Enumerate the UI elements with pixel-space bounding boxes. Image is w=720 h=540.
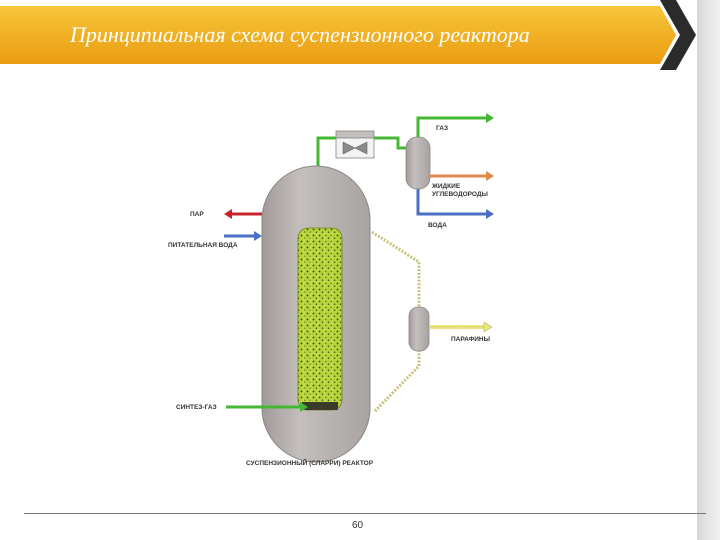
gas-arrow-icon xyxy=(486,113,494,123)
label-steam: ПАР xyxy=(190,211,204,218)
slide-title: Принципиальная схема суспензионного реак… xyxy=(70,22,530,47)
paraffins-arrow-icon xyxy=(483,321,493,333)
banner-chevron-icon xyxy=(660,0,696,70)
page-number: 60 xyxy=(352,520,364,531)
label-syngas: СИНТЕЗ-ГАЗ xyxy=(176,404,217,411)
footer-divider xyxy=(24,513,706,514)
right-sidebar-strip xyxy=(697,0,720,540)
gas-line-top xyxy=(316,136,338,170)
label-paraffins: ПАРАФИНЫ xyxy=(451,336,490,343)
steam-arrow-icon xyxy=(224,209,232,219)
label-feed-water: ПИТАТЕЛЬНАЯ ВОДА xyxy=(168,242,238,249)
title-banner xyxy=(0,0,696,70)
water-arrow-icon xyxy=(486,209,494,219)
fan-cooler xyxy=(335,130,375,159)
gas-outlet-line xyxy=(416,116,486,137)
gas-line-to-separator xyxy=(374,136,406,150)
diagram-caption: СУСПЕНЗИОННЫЙ (СЛАРРИ) РЕАКТОР xyxy=(246,458,374,467)
label-liquid-hydrocarbons-2: УГЛЕВОДОРОДЫ xyxy=(432,191,488,198)
fan-icon xyxy=(342,141,368,155)
water-outlet-line xyxy=(416,189,486,216)
slurry-loop-line xyxy=(371,230,421,414)
liquid-hydrocarbons-arrow-icon xyxy=(486,171,494,181)
syngas-arrow-icon xyxy=(300,402,308,412)
label-liquid-hydrocarbons-1: ЖИДКИЕ xyxy=(431,183,461,190)
gas-liquid-separator xyxy=(405,136,431,190)
feed-water-arrow-icon xyxy=(254,231,262,241)
label-water: ВОДА xyxy=(428,222,447,229)
catalyst-bundle xyxy=(297,227,343,411)
label-gas: ГАЗ xyxy=(436,125,448,132)
wax-separator xyxy=(408,306,430,352)
